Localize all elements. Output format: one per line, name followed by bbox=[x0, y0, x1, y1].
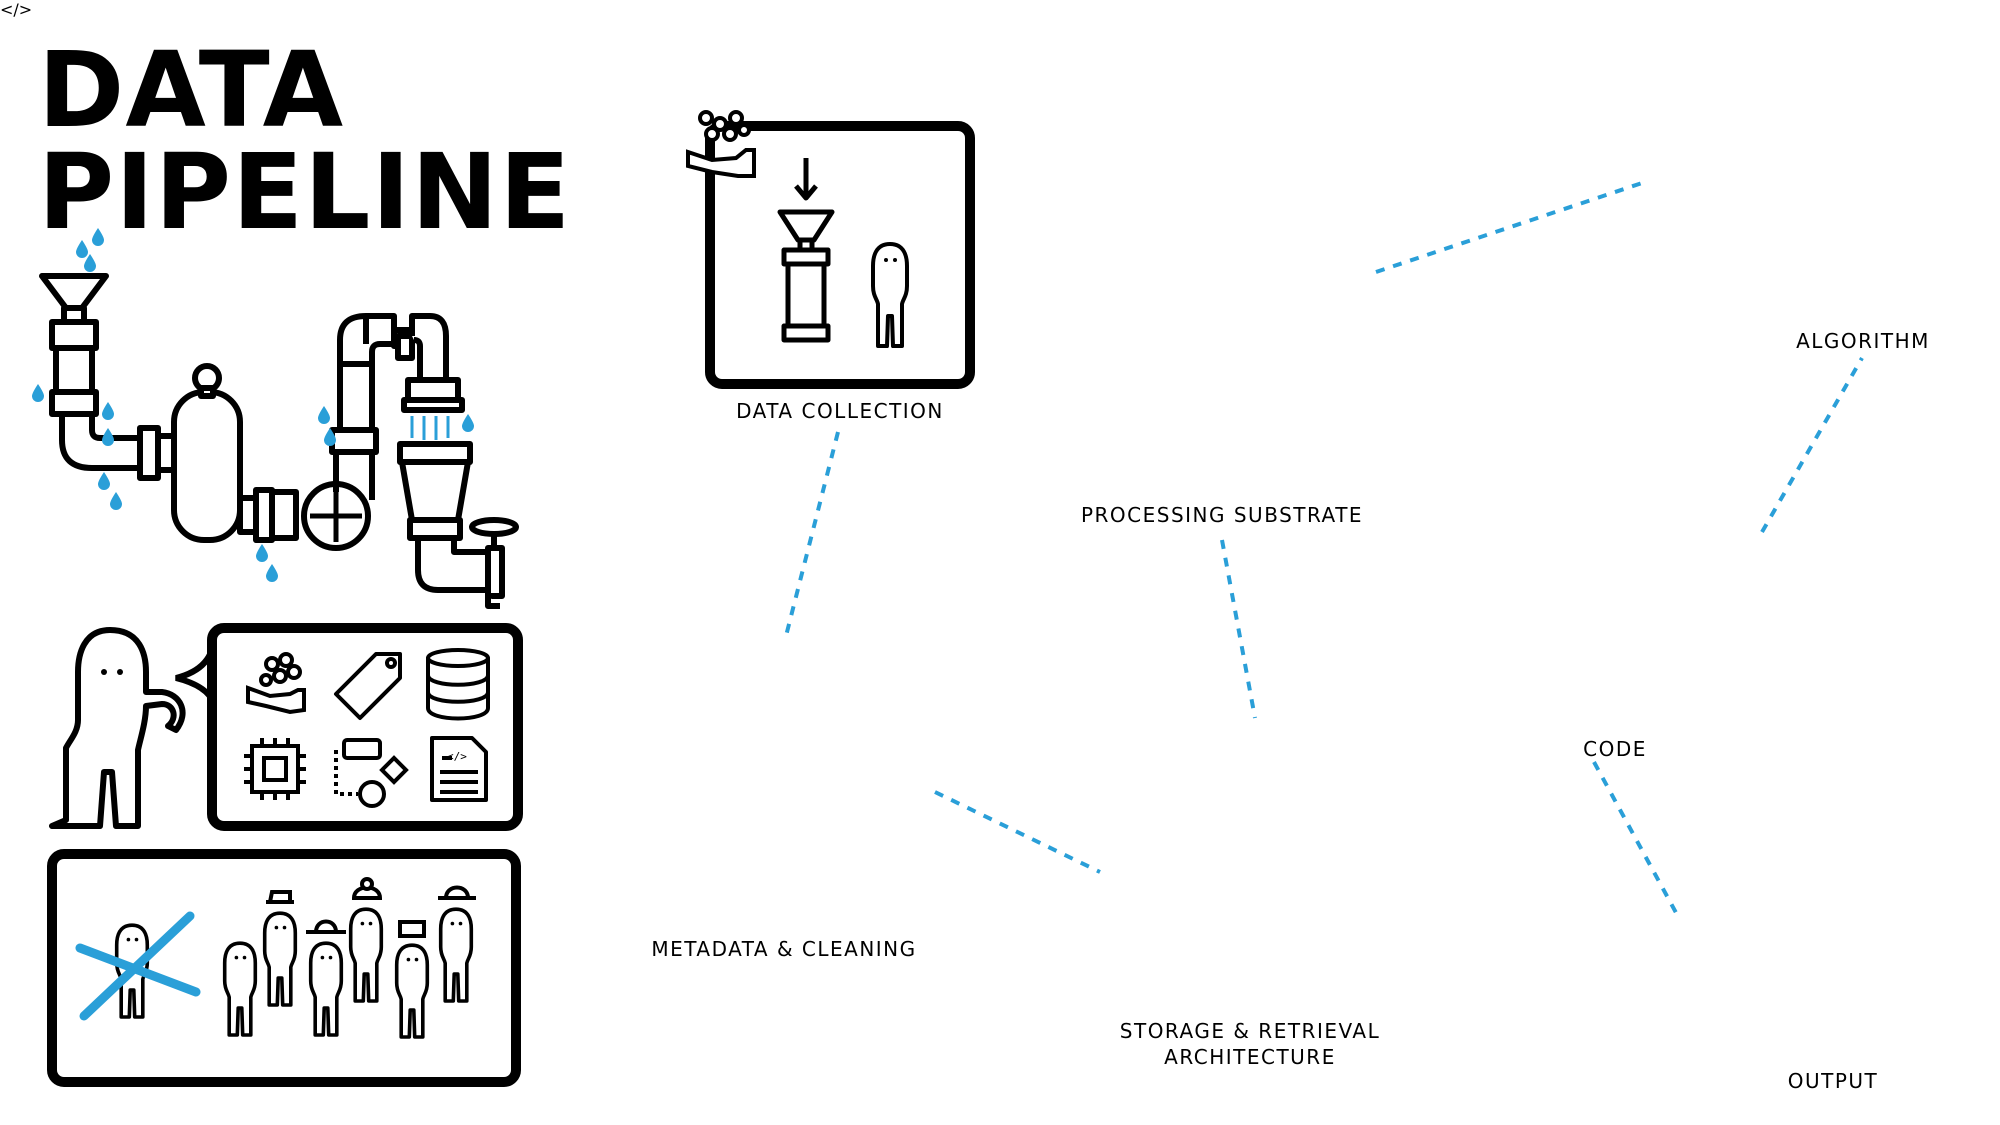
stage-box-data-collection bbox=[705, 121, 975, 389]
hero-pipeline bbox=[39, 273, 465, 551]
stage-box-metadata-cleaning: METADATA & CLEANING PROCESSING SUBSTRATE bbox=[0, 0, 1928, 1093]
processing-person: PROCESSING SUBSTRATE STORAGE & RETRIEVAL… bbox=[0, 0, 1928, 1093]
label-storage-retrieval-line-2: ARCHITECTURE bbox=[1164, 1045, 1336, 1069]
cross-mark bbox=[75, 911, 201, 1021]
collection-funnel-pipe bbox=[777, 158, 835, 343]
code-doc-icon: </> bbox=[0, 0, 33, 19]
tag-icon bbox=[334, 652, 402, 720]
stage-box-code: </> CODE ALGOR bbox=[0, 0, 1928, 1093]
label-data-collection: DATA COLLECTION bbox=[736, 399, 944, 423]
storage-person: STORAGE & RETRIEVAL ARCHITECTURE </> COD… bbox=[0, 0, 1928, 1093]
connector-code-output bbox=[1592, 761, 1682, 921]
connectors bbox=[784, 180, 1864, 921]
code-file-icon: </> bbox=[430, 736, 488, 802]
speaker-person bbox=[49, 627, 186, 829]
stage-box-storage-retrieval: STORAGE & RETRIEVAL ARCHITECTURE </> COD… bbox=[0, 0, 1928, 1093]
label-metadata-cleaning: METADATA & CLEANING bbox=[651, 937, 917, 961]
speaker-eye bbox=[117, 669, 123, 675]
label-algorithm: ALGORITHM bbox=[1796, 329, 1930, 353]
page-title-line-1: DATA bbox=[38, 29, 345, 151]
crowd-hats bbox=[266, 877, 476, 938]
connector-algorithm-code bbox=[1760, 357, 1864, 533]
database-icon bbox=[426, 648, 490, 721]
svg-text:</>: </> bbox=[447, 750, 467, 763]
stage-box-processing-substrate: PROCESSING SUBSTRATE STORAGE & RETRIEVAL… bbox=[0, 0, 1928, 1093]
connector-processing-algorithm bbox=[1375, 180, 1646, 274]
speaker-eye bbox=[101, 669, 107, 675]
data-collection-icon bbox=[246, 652, 306, 715]
label-output: OUTPUT bbox=[1787, 1069, 1879, 1093]
hero-sprinkler bbox=[410, 416, 450, 440]
hero-output-funnel bbox=[397, 441, 519, 609]
label-processing-substrate: PROCESSING SUBSTRATE bbox=[1080, 503, 1364, 527]
page-title-line-2: PIPELINE bbox=[38, 131, 572, 253]
processor-icon bbox=[244, 738, 306, 800]
algorithm-icon bbox=[334, 738, 409, 808]
label-storage-retrieval-line-1: STORAGE & RETRIEVAL bbox=[1119, 1019, 1381, 1043]
label-code: CODE bbox=[1583, 737, 1647, 761]
metadata-person: METADATA & CLEANING PROCESSING SUBSTRATE bbox=[0, 0, 1928, 1093]
collection-hand-icon bbox=[686, 110, 756, 178]
connector-processing-storage bbox=[1220, 539, 1257, 719]
connector-collection-metadata bbox=[784, 431, 840, 637]
connector-metadata-storage bbox=[934, 790, 1101, 874]
